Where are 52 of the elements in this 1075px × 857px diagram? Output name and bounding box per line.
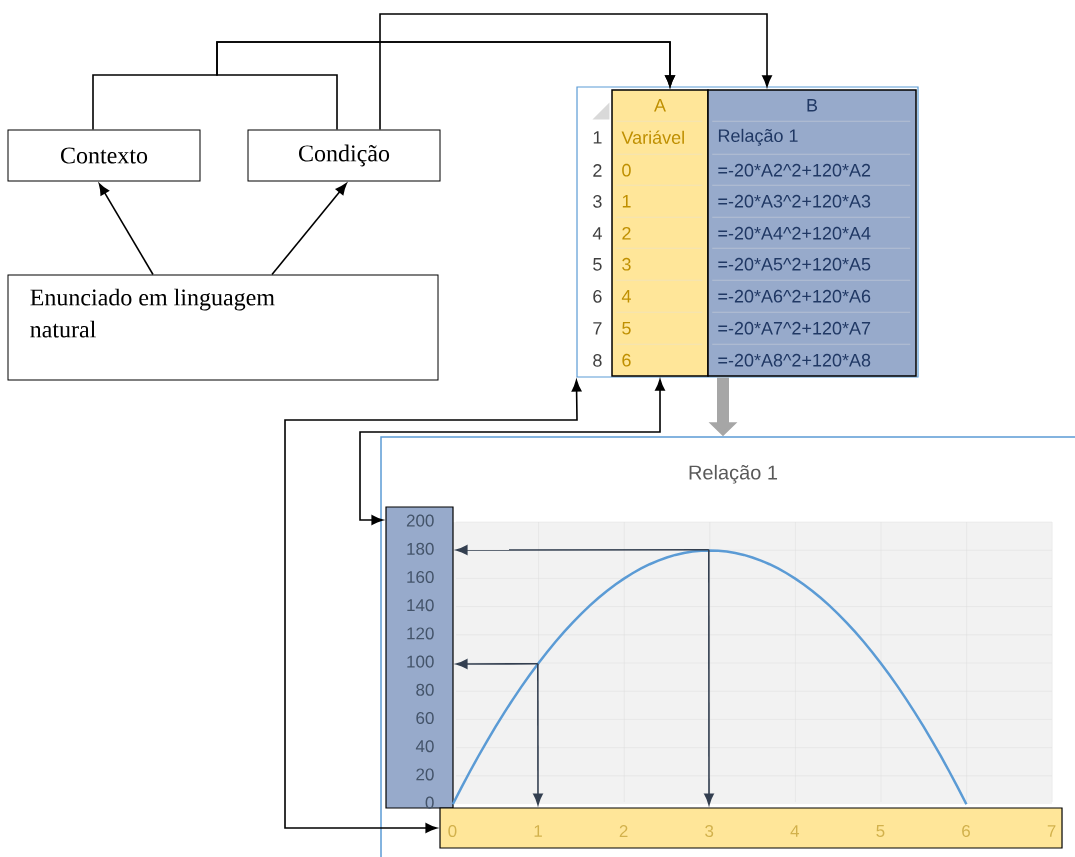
arrow: [98, 183, 154, 276]
arrow: [216, 41, 675, 131]
cell-value: 0: [622, 163, 631, 177]
cell-value: =-20*A8^2+120*A8: [718, 353, 871, 367]
curve-drawing: [451, 549, 968, 805]
cell-value: 5: [622, 321, 631, 335]
axis-tick-label: 2: [619, 825, 628, 837]
axis-tick-label: 20: [416, 768, 434, 781]
arrow: [455, 659, 539, 669]
cell-value: =-20*A5^2+120*A5: [718, 257, 871, 271]
cell-value: Variável: [621, 130, 684, 144]
axis-tick-label: 60: [416, 712, 434, 725]
cell-value: =-20*A3^2+120*A3: [718, 194, 871, 208]
arrow: [455, 545, 710, 555]
axis-tick-label: 120: [407, 627, 434, 640]
axis-tick-label: 40: [415, 740, 434, 753]
cell-value: Relação 1: [718, 128, 798, 146]
column-header: B: [807, 99, 818, 112]
cell-value: =-20*A4^2+120*A4: [718, 226, 871, 240]
cell-value: 4: [621, 290, 631, 303]
double-arrow: [284, 379, 582, 833]
statement-text: Enunciado em linguagem natural: [30, 288, 275, 338]
concept-box: Condição: [247, 129, 441, 182]
axis-tick-label: 0: [448, 825, 457, 838]
axis-tick-label: 100: [407, 655, 434, 668]
arrow: [271, 183, 347, 276]
axis-tick-label: 1: [534, 825, 542, 837]
arrow: [704, 549, 714, 806]
arrow: [379, 13, 772, 131]
column-header: A: [654, 99, 666, 112]
cell-value: 1: [622, 195, 631, 208]
arrow: [533, 663, 543, 806]
axis-tick-label: 140: [407, 599, 434, 612]
cell-value: 2: [622, 226, 631, 240]
axis-tick-label: 5: [876, 825, 885, 837]
cell-value: 6: [622, 353, 631, 367]
cell-value: 3: [622, 257, 631, 271]
axis-tick-label: 3: [705, 825, 714, 838]
cell-value: =-20*A7^2+120*A7: [718, 321, 871, 335]
axis-tick-label: 80: [416, 683, 434, 696]
concept-box: Contexto: [7, 129, 201, 182]
chart-title: Relação 1: [689, 464, 778, 484]
axis-tick-label: 7: [1047, 825, 1056, 837]
axis-tick-label: 0: [425, 796, 434, 809]
cell-value: =-20*A6^2+120*A6: [718, 289, 871, 303]
axis-tick-label: 200: [406, 514, 434, 527]
double-arrow: [359, 379, 665, 525]
axis-tick-label: 6: [962, 825, 970, 838]
cell-value: =-20*A2^2+120*A2: [718, 163, 871, 177]
axis-tick-label: 160: [407, 571, 434, 584]
axis-tick-label: 4: [790, 825, 800, 837]
axis-tick-label: 180: [407, 542, 434, 555]
